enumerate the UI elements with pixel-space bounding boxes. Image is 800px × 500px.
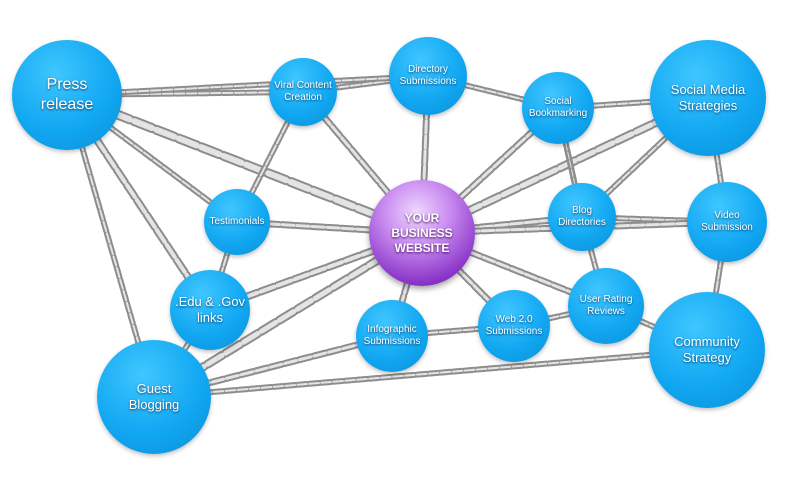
node-infographic-submissions: Infographic Submissions — [356, 300, 428, 372]
node-edu-gov-links-label: .Edu & .Gov links — [174, 293, 246, 325]
node-press-release: Press release — [12, 40, 122, 150]
node-community-strategy-label: Community Strategy — [674, 333, 740, 365]
node-social-media-strategies: Social Media Strategies — [650, 40, 766, 156]
chain-link-highlight-press-center — [64, 92, 425, 236]
node-blog-directories: Blog Directories — [548, 183, 616, 251]
node-infographic-submissions-label: Infographic Submissions — [363, 323, 421, 348]
node-center-label: YOUR BUSINESS WEBSITE — [391, 210, 453, 255]
chain-link-highlight-press-dir — [66, 75, 429, 96]
node-web20-submissions: Web 2.0 Submissions — [478, 290, 550, 362]
node-guest-blogging: Guest Blogging — [97, 340, 211, 454]
node-testimonials: Testimonials — [204, 189, 270, 255]
node-social-bookmarking-label: Social Bookmarking — [528, 95, 588, 120]
node-social-media-strategies-label: Social Media Strategies — [670, 81, 746, 113]
node-guest-blogging-label: Guest Blogging — [128, 380, 180, 412]
node-social-bookmarking: Social Bookmarking — [522, 72, 594, 144]
node-viral-content: Viral Content Creation — [269, 58, 337, 126]
node-video-submission: Video Submission — [687, 182, 767, 262]
node-user-rating-reviews: User Rating Reviews — [568, 268, 644, 344]
node-video-submission-label: Video Submission — [701, 209, 753, 234]
node-center-website: YOUR BUSINESS WEBSITE — [369, 180, 475, 286]
node-blog-directories-label: Blog Directories — [558, 204, 606, 229]
node-directory-submissions: Directory Submissions — [389, 37, 467, 115]
node-viral-content-label: Viral Content Creation — [274, 79, 332, 104]
node-user-rating-reviews-label: User Rating Reviews — [579, 293, 633, 318]
chain-link-highlight-guest-comm — [153, 349, 708, 398]
node-directory-submissions-label: Directory Submissions — [399, 63, 457, 88]
node-community-strategy: Community Strategy — [649, 292, 765, 408]
node-edu-gov-links: .Edu & .Gov links — [170, 270, 250, 350]
node-testimonials-label: Testimonials — [209, 215, 265, 227]
node-web20-submissions-label: Web 2.0 Submissions — [485, 313, 543, 338]
node-press-release-label: Press release — [40, 76, 94, 113]
